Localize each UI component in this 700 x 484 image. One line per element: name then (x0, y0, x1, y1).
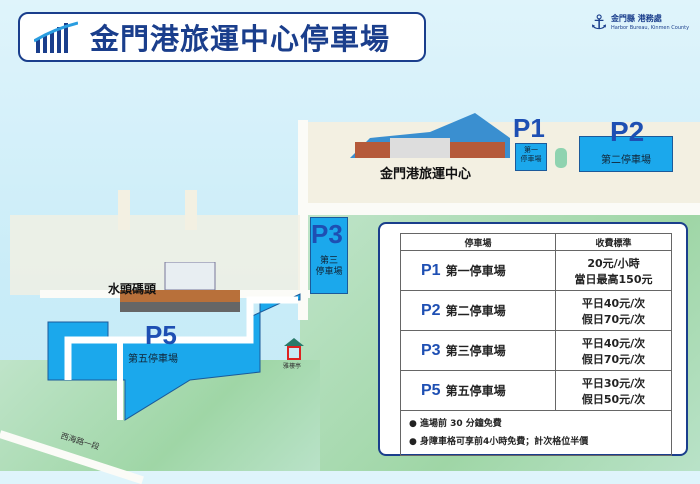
notes-cell: ● 進場前 30 分鐘免費 ● 身障車格可享前4小時免費；計次格位半價 (400, 410, 672, 456)
pavilion-icon (284, 338, 304, 360)
pier-label: 水頭碼頭 (108, 282, 157, 296)
pier-finger (185, 190, 197, 230)
fee-cell: 平日40元/次假日70元/次 (555, 290, 672, 331)
road (300, 203, 700, 215)
column-header: 收費標準 (555, 233, 672, 251)
fee-line: 平日40元/次 (581, 296, 646, 310)
lot-p2-name: 第二停車場 (601, 155, 651, 166)
lot-cell: P3 第三停車場 (399, 330, 557, 371)
lot-p2[interactable] (579, 136, 673, 172)
lot-p3-name: 第三停車場 (310, 256, 348, 278)
lot-p3[interactable] (310, 217, 348, 294)
terminal-label: 金門港旅運中心 (380, 167, 472, 182)
table-row: P5 第五停車場 平日30元/次假日50元/次 (399, 370, 672, 411)
pier-finger (118, 190, 130, 230)
lot-code: P2 (421, 301, 441, 319)
lot-p1-code: P1 (513, 113, 545, 143)
lot-p3-name-line: 停車場 (315, 267, 343, 277)
table-row: P1 第一停車場 20元/小時當日最高150元 (399, 250, 672, 291)
fee-cell: 20元/小時當日最高150元 (555, 250, 672, 291)
fee-table-panel: 停車場 收費標準 P1 第一停車場 20元/小時當日最高150元 P2 第二停車場 … (378, 222, 688, 456)
note-item: ● 進場前 30 分鐘免費 (409, 419, 502, 429)
harbor-bureau-logo: ⚓ 金門縣 港務處 Harbor Bureau, Kinmen County (590, 10, 689, 34)
logo-name-zh: 金門縣 港務處 (610, 13, 662, 23)
lot-p1-name-line: 停車場 (520, 155, 542, 163)
fee-line: 平日40元/次 (581, 336, 646, 350)
lot-p5-code: P5 (145, 320, 177, 350)
page-title: 金門港旅運中心停車場 (90, 22, 391, 56)
fee-line: 平日30元/次 (581, 376, 646, 390)
lot-cell: P2 第二停車場 (399, 290, 557, 331)
terminal-building-image (350, 113, 510, 158)
lot-p1[interactable] (515, 143, 547, 171)
road (298, 120, 308, 320)
lot-code: P3 (421, 341, 441, 359)
fee-table: 停車場 收費標準 P1 第一停車場 20元/小時當日最高150元 P2 第二停車場 … (399, 233, 672, 456)
fee-line: 假日70元/次 (581, 312, 646, 326)
green-island (555, 148, 567, 168)
pavilion-label: 雅樓亭 (283, 363, 302, 370)
note-text: 身障車格可享前4小時免費；計次格位半價 (420, 437, 589, 447)
lot-p3-code: P3 (311, 219, 343, 249)
column-header: 停車場 (399, 233, 557, 251)
fee-cell: 平日40元/次假日70元/次 (555, 330, 672, 371)
lot-name: 第五停車場 (445, 383, 506, 398)
logo-name-en: Harbor Bureau, Kinmen County (610, 24, 690, 31)
table-header-row: 停車場 收費標準 (399, 233, 672, 251)
lot-code: P5 (421, 381, 441, 399)
pier-area (10, 215, 300, 295)
fee-line: 20元/小時 (587, 256, 640, 270)
lot-cell: P5 第五停車場 (399, 370, 557, 411)
lot-p1-name: 第一停車場 (515, 146, 547, 164)
lot-p5-name: 第五停車場 (128, 354, 178, 365)
lot-name: 第三停車場 (445, 343, 506, 358)
fee-line: 當日最高150元 (574, 272, 653, 286)
anchor-icon: ⚓ (590, 10, 608, 34)
fee-line: 假日70元/次 (581, 352, 646, 366)
fee-cell: 平日30元/次假日50元/次 (555, 370, 672, 411)
lot-p3-name-line: 第三 (319, 256, 338, 266)
p5-internal-road (64, 296, 298, 380)
note-text: 進場前 30 分鐘免費 (420, 419, 502, 429)
notes-row: ● 進場前 30 分鐘免費 ● 身障車格可享前4小時免費；計次格位半價 (400, 410, 672, 456)
table-row: P3 第三停車場 平日40元/次假日70元/次 (399, 330, 672, 371)
lot-p1-name-line: 第一 (524, 146, 538, 154)
fee-line: 假日50元/次 (581, 392, 646, 406)
bar-chart-logo-icon (34, 21, 78, 53)
lot-code: P1 (421, 261, 441, 279)
lot-cell: P1 第一停車場 (399, 250, 557, 291)
page-title-box: 金門港旅運中心停車場 (18, 12, 426, 62)
lot-name: 第一停車場 (445, 263, 506, 278)
note-item: ● 身障車格可享前4小時免費；計次格位半價 (409, 437, 589, 447)
lot-p2-code: P2 (610, 116, 645, 147)
lot-name: 第二停車場 (445, 303, 506, 318)
pier-building-image (120, 262, 240, 312)
table-row: P2 第二停車場 平日40元/次假日70元/次 (399, 290, 672, 331)
lot-p5[interactable] (0, 0, 700, 471)
